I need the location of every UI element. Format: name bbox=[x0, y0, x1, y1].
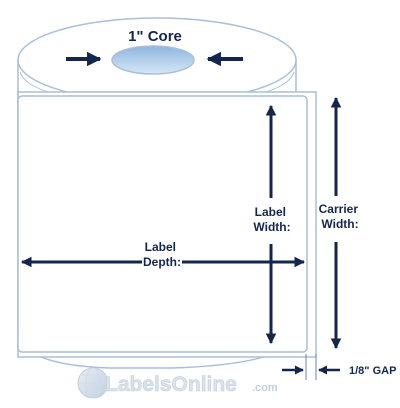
core-label: 1" Core bbox=[128, 28, 182, 45]
carrier-width-text: Carrier Width: bbox=[319, 202, 362, 231]
gap-label: 1/8" GAP bbox=[349, 365, 396, 377]
label-width-text: Label Width: bbox=[253, 205, 290, 234]
core-hole bbox=[111, 45, 195, 75]
labelsonline-logo: LabelsOnline .com bbox=[77, 367, 278, 399]
gap-indicator: 1/8" GAP bbox=[282, 354, 396, 380]
logo-name: LabelsOnline bbox=[105, 373, 237, 396]
label-depth-text: Label Depth: bbox=[143, 240, 181, 269]
logo-suffix: .com bbox=[252, 382, 278, 394]
label-face bbox=[17, 95, 308, 353]
